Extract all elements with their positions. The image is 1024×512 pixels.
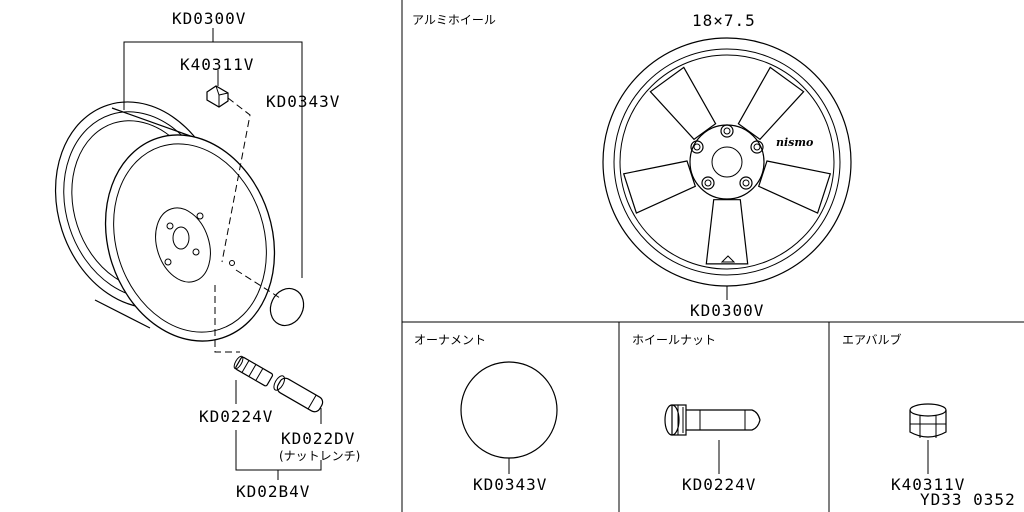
wheel-nut-illustration [664,404,761,436]
lug-holes [690,124,764,190]
wheel-nut-panel: ホイールナット KD0224V [632,333,761,494]
valve-cap-illustration [206,85,229,108]
ornament-title: オーナメント [414,333,486,347]
ornament-illustration [460,361,558,459]
leader-lines-left [123,28,322,480]
wheel-nut-title: ホイールナット [632,333,716,347]
spoke-window [757,160,832,214]
alloy-wheel-panel: アルミホイール 18×7.5 nismo KD0300V [412,11,852,320]
diagram-code: YD33 0352 [920,490,1016,509]
alloy-wheel-illustration: nismo [602,37,852,287]
label-set: KD02B4V [236,482,310,501]
air-valve-title: エアバルブ [842,332,902,347]
air-valve-panel: エアバルブ K40311V [842,332,965,494]
alloy-wheel-title: アルミホイール [412,13,496,27]
spoke-window [705,199,749,265]
label-wheel-assy: KD0300V [172,9,246,28]
spoke-window [649,66,717,141]
ornament-panel: オーナメント KD0343V [414,333,558,494]
left-labels: KD0300V K40311V KD0343V KD0224V KD022DV … [172,9,360,501]
label-wrench: KD022DV [281,429,355,448]
wrench-illustration [273,375,324,413]
label-nut-left: KD0224V [199,407,273,426]
wheel-nut-part: KD0224V [682,475,756,494]
air-valve-illustration [909,403,947,438]
air-valve-part: K40311V [891,475,965,494]
label-valve-top: K40311V [180,55,254,74]
label-ornament-left: KD0343V [266,92,340,111]
alloy-wheel-part: KD0300V [690,301,764,320]
lug-nut-illustration [233,355,274,387]
wheel-exploded-view [54,101,276,342]
spokes [622,66,832,265]
ornament-disc-illustration [269,287,305,327]
label-wrench-note: (ナットレンチ) [279,449,360,463]
alloy-wheel-size: 18×7.5 [692,11,756,30]
panel-dividers [401,0,1024,512]
spoke-window [737,66,805,141]
nismo-logo: nismo [776,136,813,149]
ornament-part: KD0343V [473,475,547,494]
spoke-window [622,160,697,214]
